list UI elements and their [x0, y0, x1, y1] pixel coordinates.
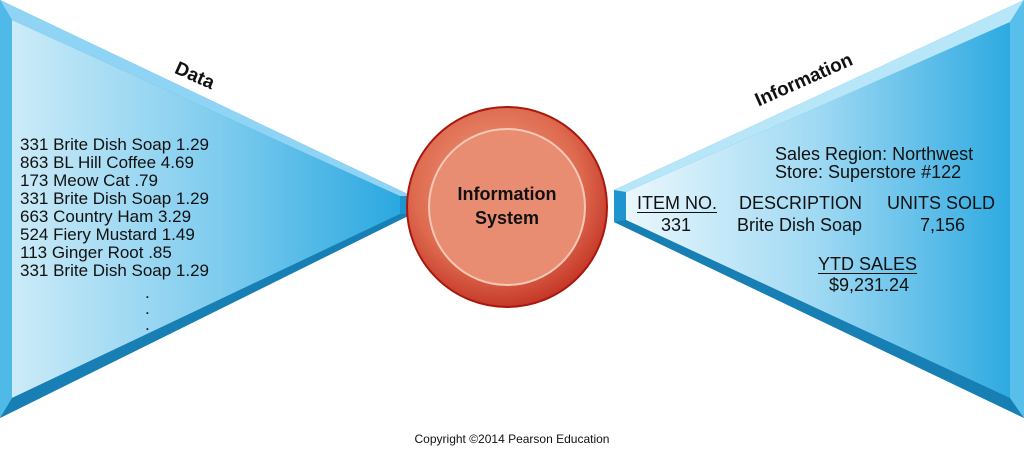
data-row: 663 Country Ham 3.29 — [20, 207, 192, 226]
center-label-line1: Information — [457, 184, 557, 204]
ellipsis-dot: . — [145, 315, 150, 334]
sales-region: Sales Region: Northwest — [775, 144, 974, 164]
ytd-sales-value: $9,231.24 — [829, 275, 910, 295]
data-row: 524 Fiery Mustard 1.49 — [20, 225, 195, 244]
data-triangle — [0, 0, 412, 418]
column-description: DESCRIPTION — [739, 193, 863, 213]
ellipsis-dot: . — [145, 283, 150, 302]
item-number: 331 — [661, 215, 692, 235]
data-row: 113 Ginger Root .85 — [20, 243, 172, 262]
ellipsis-dot: . — [145, 299, 150, 318]
column-item-no: ITEM NO. — [637, 193, 717, 213]
data-row: 863 BL Hill Coffee 4.69 — [20, 153, 194, 172]
data-row: 331 Brite Dish Soap 1.29 — [20, 135, 210, 154]
copyright-notice: Copyright ©2014 Pearson Education — [414, 432, 610, 446]
ytd-sales-label: YTD SALES — [818, 254, 918, 274]
data-row: 331 Brite Dish Soap 1.29 — [20, 189, 210, 208]
information-system-circle — [406, 106, 608, 308]
column-units-sold: UNITS SOLD — [887, 193, 996, 213]
data-row: 331 Brite Dish Soap 1.29 — [20, 261, 210, 280]
item-description: Brite Dish Soap — [737, 215, 863, 235]
information-triangle — [614, 0, 1024, 418]
center-label: Information System — [437, 182, 577, 230]
item-units-sold: 7,156 — [920, 215, 966, 235]
center-label-line2: System — [474, 208, 540, 228]
data-row: 173 Meow Cat .79 — [20, 171, 158, 190]
store-name: Store: Superstore #122 — [775, 162, 962, 182]
